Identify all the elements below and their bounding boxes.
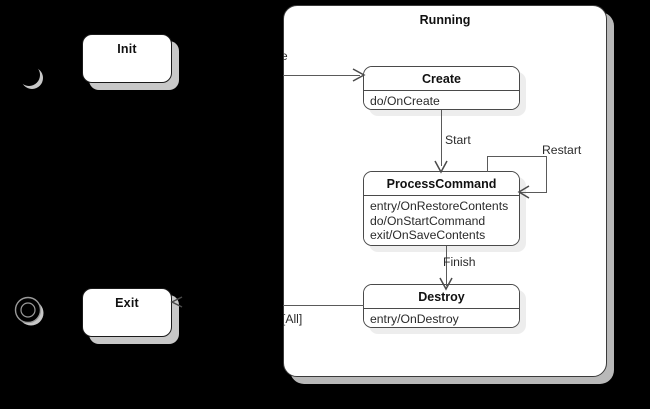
restart-loop-left-segment [487, 156, 488, 172]
arrowhead-into-process-command-top [434, 160, 448, 174]
arrowhead-into-destroy [439, 277, 453, 291]
transition-line-to-destroy-all [246, 305, 364, 306]
state-process-command-action-0: entry/OnRestoreContents [370, 199, 509, 213]
state-exit-title: Exit [115, 296, 139, 310]
arrowhead-into-exit [170, 296, 183, 308]
state-create-actions: do/OnCreate [364, 91, 519, 109]
transition-label-to-create: nce [268, 49, 288, 63]
state-destroy[interactable]: Destroy entry/OnDestroy [363, 284, 520, 328]
transition-line-finish [446, 246, 447, 286]
state-init-title: Init [117, 42, 137, 56]
occlusion-mask-bottom [0, 385, 650, 409]
final-pseudostate-node [14, 296, 46, 328]
state-process-command-action-2: exit/OnSaveContents [370, 228, 486, 242]
transition-label-finish: Finish [443, 255, 476, 269]
state-create-title: Create [364, 67, 519, 91]
state-destroy-action-0: entry/OnDestroy [370, 312, 459, 326]
state-process-command-title: ProcessCommand [364, 172, 519, 196]
restart-loop-entry-segment [519, 192, 547, 193]
transition-line-start [441, 110, 442, 166]
state-process-command-actions: entry/OnRestoreContents do/OnStartComman… [364, 196, 519, 245]
state-exit[interactable]: Exit [82, 288, 172, 337]
transition-line-to-create [246, 75, 360, 76]
state-destroy-title: Destroy [364, 285, 519, 309]
state-destroy-actions: entry/OnDestroy [364, 309, 519, 327]
occlusion-mask-right [614, 0, 650, 409]
transition-label-restart: Restart [542, 143, 582, 157]
transition-label-to-destroy-all: e : [All] [265, 312, 303, 326]
restart-loop-top-segment [487, 156, 547, 157]
arrowhead-into-process-command-right [517, 185, 530, 199]
state-create[interactable]: Create do/OnCreate [363, 66, 520, 110]
state-create-action-0: do/OnCreate [370, 94, 440, 108]
state-process-command[interactable]: ProcessCommand entry/OnRestoreContents d… [363, 171, 520, 246]
state-init[interactable]: Init [82, 34, 172, 83]
transition-label-start: Start [445, 133, 471, 147]
state-process-command-action-1: do/OnStartCommand [370, 213, 486, 228]
initial-pseudostate-node [18, 64, 44, 90]
composite-state-running-title: Running [419, 13, 471, 27]
arrowhead-into-create [352, 68, 366, 82]
restart-loop-right-segment [546, 156, 547, 193]
